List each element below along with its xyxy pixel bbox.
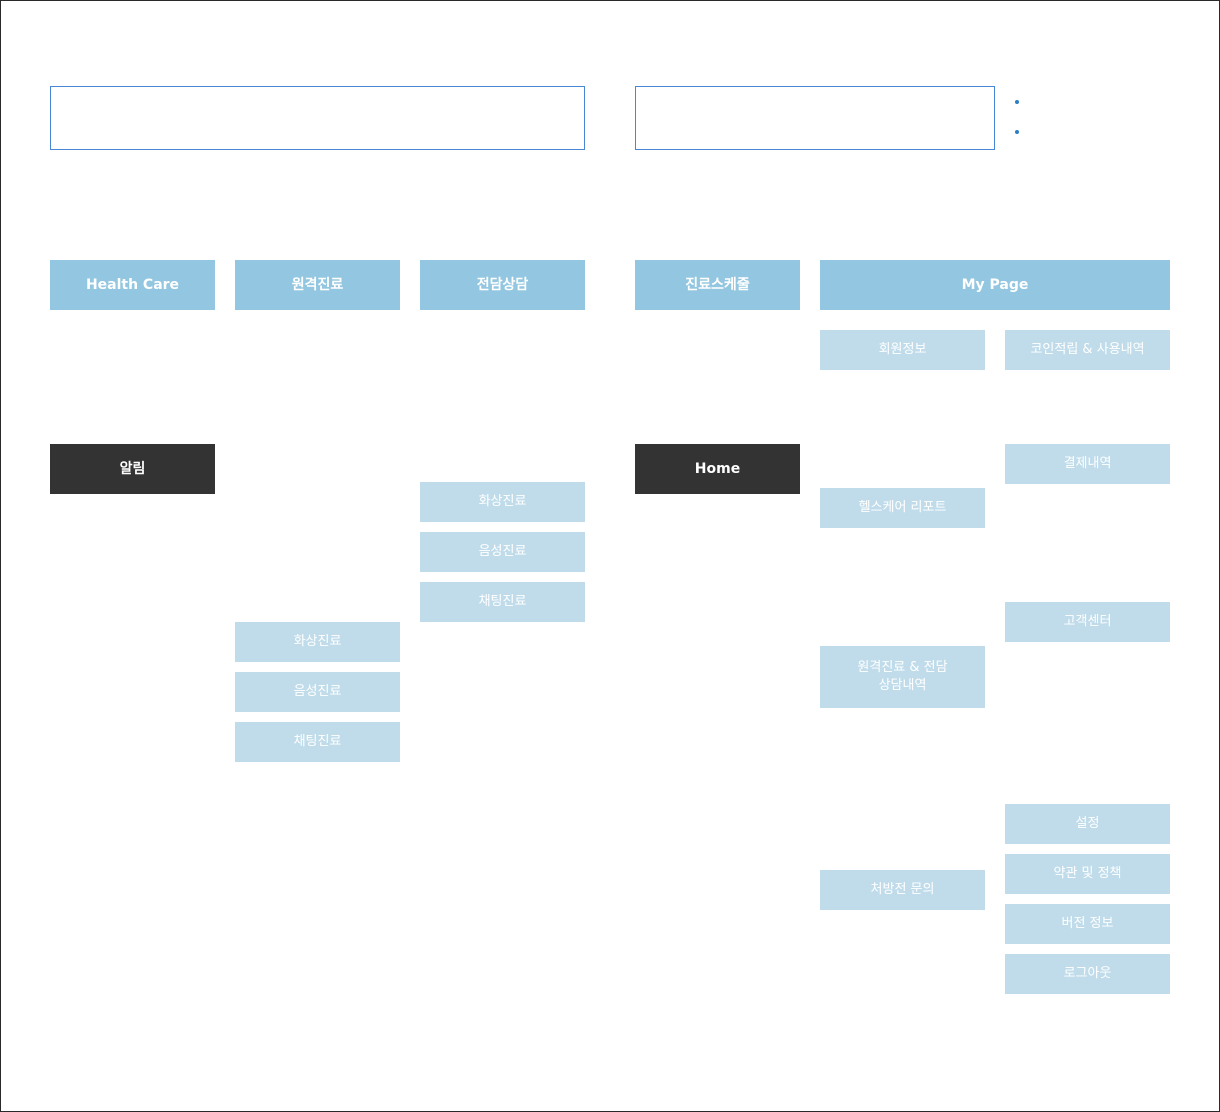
description-box-left bbox=[50, 86, 585, 150]
menu-schedule: 진료스케줄 bbox=[635, 260, 800, 310]
mypage-settings: 설정 bbox=[1005, 804, 1170, 844]
mypage-version-info: 버전 정보 bbox=[1005, 904, 1170, 944]
mypage-care-history: 원격진료 & 전담 상담내역 bbox=[820, 646, 985, 708]
legend-bullet-list bbox=[1012, 94, 1026, 154]
menu-mypage: My Page bbox=[820, 260, 1170, 310]
menu-consult: 전담상담 bbox=[420, 260, 585, 310]
node-alarm: 알림 bbox=[50, 444, 215, 494]
menu-remote-care: 원격진료 bbox=[235, 260, 400, 310]
mypage-customer-center: 고객센터 bbox=[1005, 602, 1170, 642]
description-box-right bbox=[635, 86, 995, 150]
mypage-payment-history: 결제내역 bbox=[1005, 444, 1170, 484]
mypage-member-info: 회원정보 bbox=[820, 330, 985, 370]
mypage-prescription-inquiry: 처방전 문의 bbox=[820, 870, 985, 910]
remote-item-chat: 채팅진료 bbox=[235, 722, 400, 762]
menu-health-care: Health Care bbox=[50, 260, 215, 310]
remote-item-video: 화상진료 bbox=[235, 622, 400, 662]
remote-item-voice: 음성진료 bbox=[235, 672, 400, 712]
legend-bullet bbox=[1012, 124, 1026, 154]
consult-item-voice: 음성진료 bbox=[420, 532, 585, 572]
node-home: Home bbox=[635, 444, 800, 494]
mypage-healthcare-report: 헬스케어 리포트 bbox=[820, 488, 985, 528]
consult-item-chat: 채팅진료 bbox=[420, 582, 585, 622]
mypage-logout: 로그아웃 bbox=[1005, 954, 1170, 994]
consult-item-video: 화상진료 bbox=[420, 482, 585, 522]
mypage-coin-history: 코인적립 & 사용내역 bbox=[1005, 330, 1170, 370]
mypage-terms-policy: 약관 및 정책 bbox=[1005, 854, 1170, 894]
legend-bullet bbox=[1012, 94, 1026, 124]
